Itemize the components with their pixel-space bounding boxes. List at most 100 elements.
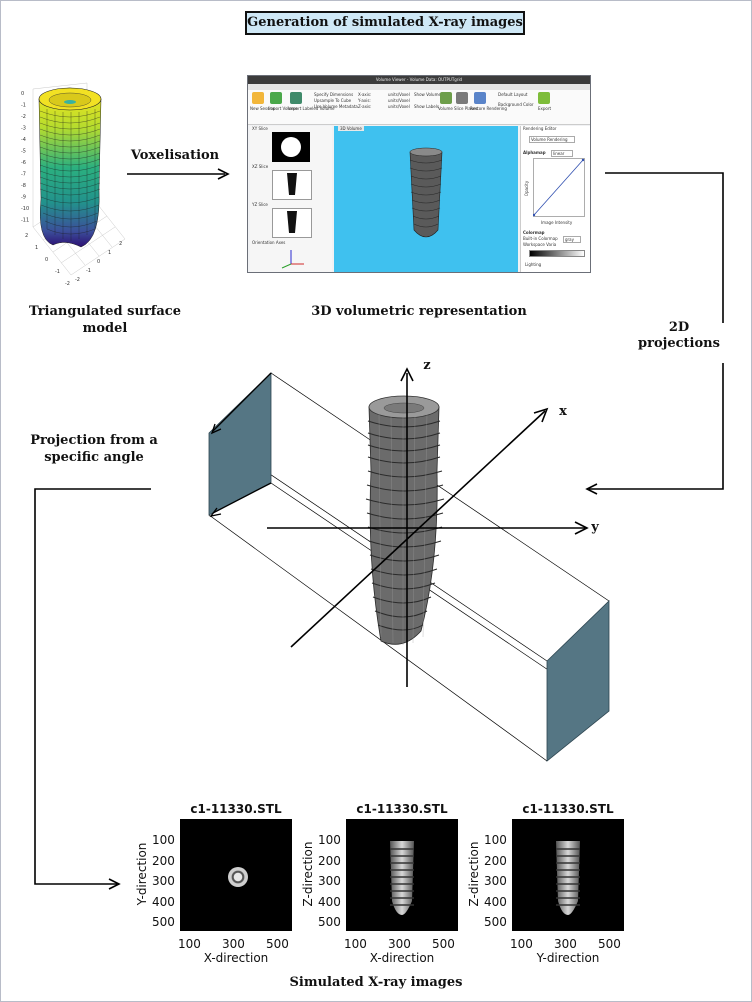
surface-a-tick: 1 — [35, 245, 38, 251]
xray-x-tick: 100 — [178, 937, 201, 951]
figure-title: Generation of simulated X-ray images — [245, 11, 525, 35]
projection-angle-label-line1: Projection from a — [30, 433, 158, 448]
export-button[interactable]: Export — [538, 106, 552, 111]
surface-a-tick: 2 — [25, 233, 28, 239]
xray-y-tick: 400 — [152, 894, 175, 909]
xy-slice-tab[interactable]: XY Slice — [252, 126, 268, 131]
voxelisation-label: Voxelisation — [130, 148, 220, 163]
front-projection-plane — [208, 372, 272, 516]
alphamap-label: Alphamap — [523, 150, 546, 155]
surface-z-tick: -8 — [21, 183, 26, 189]
specify-dimensions-option[interactable]: Specify Dimensions — [314, 92, 354, 97]
show-labels-option[interactable]: Show Labels — [414, 104, 439, 109]
implant-3d-render — [365, 395, 445, 645]
xray-x-tick: 500 — [266, 937, 289, 951]
viewer-left-panels: XY Slice XZ Slice YZ Slice Orientation A… — [250, 126, 332, 272]
xray-y-tick: 500 — [318, 915, 341, 929]
viewport-implant-render — [409, 147, 443, 238]
volume-metadata-option[interactable]: Use Volume Metadata — [314, 104, 358, 109]
y-units: units/Voxel — [388, 98, 410, 103]
background-color-option[interactable]: Background Color — [498, 102, 534, 107]
z-axis-field[interactable]: Z-axis: — [358, 104, 372, 109]
orientation-axes-view — [281, 250, 304, 269]
volume-icon[interactable] — [440, 92, 452, 104]
xray-y-tick: 200 — [318, 853, 341, 868]
builtin-colormap-radio[interactable]: Built-in Colormap — [523, 236, 558, 241]
surface-b-tick: 1 — [108, 250, 111, 256]
surface-model-label: Triangulated surface model — [28, 304, 181, 336]
alphamap-editor[interactable] — [533, 158, 585, 218]
xray-y-tick: 100 — [318, 833, 341, 847]
xray-x-tick: 300 — [554, 937, 577, 951]
x-axis-field[interactable]: X-axis: — [358, 92, 372, 97]
render-mode-select[interactable]: Volume Rendering — [529, 136, 575, 143]
xray-image — [346, 819, 458, 931]
y-axis-field[interactable]: Y-axis: — [358, 98, 371, 103]
xray-title: c1-11330.STL — [522, 802, 614, 816]
rendering-editor-panel: Rendering Editor Volume Rendering Alpham… — [520, 126, 590, 272]
xray-xlabel: X-direction — [369, 951, 435, 965]
surface-b-tick: 2 — [119, 241, 122, 247]
viewer-3d-viewport[interactable]: 3D Volume — [334, 126, 518, 272]
yz-slice-tab[interactable]: YZ Slice — [252, 202, 268, 207]
surface-z-tick: -1 — [21, 103, 26, 109]
xray-image — [180, 819, 292, 931]
xray-x-tick: 500 — [598, 937, 621, 951]
z-axis-label: z — [423, 358, 431, 373]
intensity-axis-label: Image Intensity — [541, 220, 573, 225]
slice-planes-icon[interactable] — [456, 92, 468, 104]
xray-xlabel: X-direction — [203, 951, 269, 965]
xy-slice-view — [272, 132, 310, 162]
restore-rendering-button[interactable]: Restore Rendering — [470, 106, 507, 111]
surface-z-tick: -5 — [21, 149, 26, 155]
xray-y-tick: 100 — [484, 833, 507, 847]
default-layout-option[interactable]: Default Layout — [498, 92, 528, 97]
surface-a-tick: 0 — [45, 257, 48, 263]
xz-slice-view — [272, 170, 312, 200]
slice-planes-button[interactable]: Slice Planes — [454, 106, 478, 111]
surface-b-tick: -1 — [86, 268, 91, 274]
upsample-option[interactable]: Upsample To Cube — [314, 98, 352, 103]
volume-button[interactable]: Volume — [438, 106, 453, 111]
xray-ylabel: Z-direction — [467, 841, 481, 907]
orientation-axes-tab[interactable]: Orientation Axes — [252, 240, 286, 245]
xray-y-tick: 200 — [152, 853, 175, 868]
colormap-select[interactable]: gray — [563, 236, 582, 243]
lighting-checkbox[interactable]: Lighting — [525, 262, 542, 267]
volumetric-label: 3D volumetric representation — [311, 304, 527, 319]
import-labeled-icon[interactable] — [290, 92, 302, 104]
export-icon[interactable] — [538, 92, 550, 104]
xray-y-tick: 500 — [152, 915, 175, 929]
alphamap-select[interactable]: linear — [551, 150, 574, 157]
surface-z-tick: -2 — [21, 114, 26, 120]
rendering-editor-header: Rendering Editor — [523, 126, 557, 131]
xray-y-tick: 300 — [484, 874, 507, 888]
import-volume-icon[interactable] — [270, 92, 282, 104]
x-axis-label: x — [559, 404, 567, 419]
projection-angle-label-line2: specific angle — [44, 450, 144, 465]
xray-x-tick: 100 — [510, 937, 533, 951]
colormap-bar — [529, 250, 585, 257]
surface-z-tick: -7 — [21, 172, 26, 178]
yz-slice-view — [272, 208, 312, 238]
new-session-button[interactable]: New Session — [250, 106, 276, 111]
show-volume-option[interactable]: Show Volume — [414, 92, 441, 97]
xray-y-tick: 500 — [484, 915, 507, 929]
back-projection-plane — [546, 600, 610, 762]
xray-title: c1-11330.STL — [356, 802, 448, 816]
import-labeled-button[interactable]: Import Labeled Volume — [288, 106, 335, 111]
import-volume-button[interactable]: Import Volume — [268, 106, 298, 111]
surface-z-tick: -10 — [21, 206, 29, 212]
surface-z-tick: -3 — [21, 126, 26, 132]
surface-b-tick: -2 — [75, 277, 80, 283]
xray-x-tick: 300 — [222, 937, 245, 951]
z-units: units/Voxel — [388, 104, 410, 109]
xz-slice-tab[interactable]: XZ Slice — [252, 164, 269, 169]
xray-xlabel: Y-direction — [536, 951, 600, 965]
new-session-icon[interactable] — [252, 92, 264, 104]
restore-rendering-icon[interactable] — [474, 92, 486, 104]
workspace-variable-radio[interactable]: Workspace Varia — [523, 242, 557, 247]
